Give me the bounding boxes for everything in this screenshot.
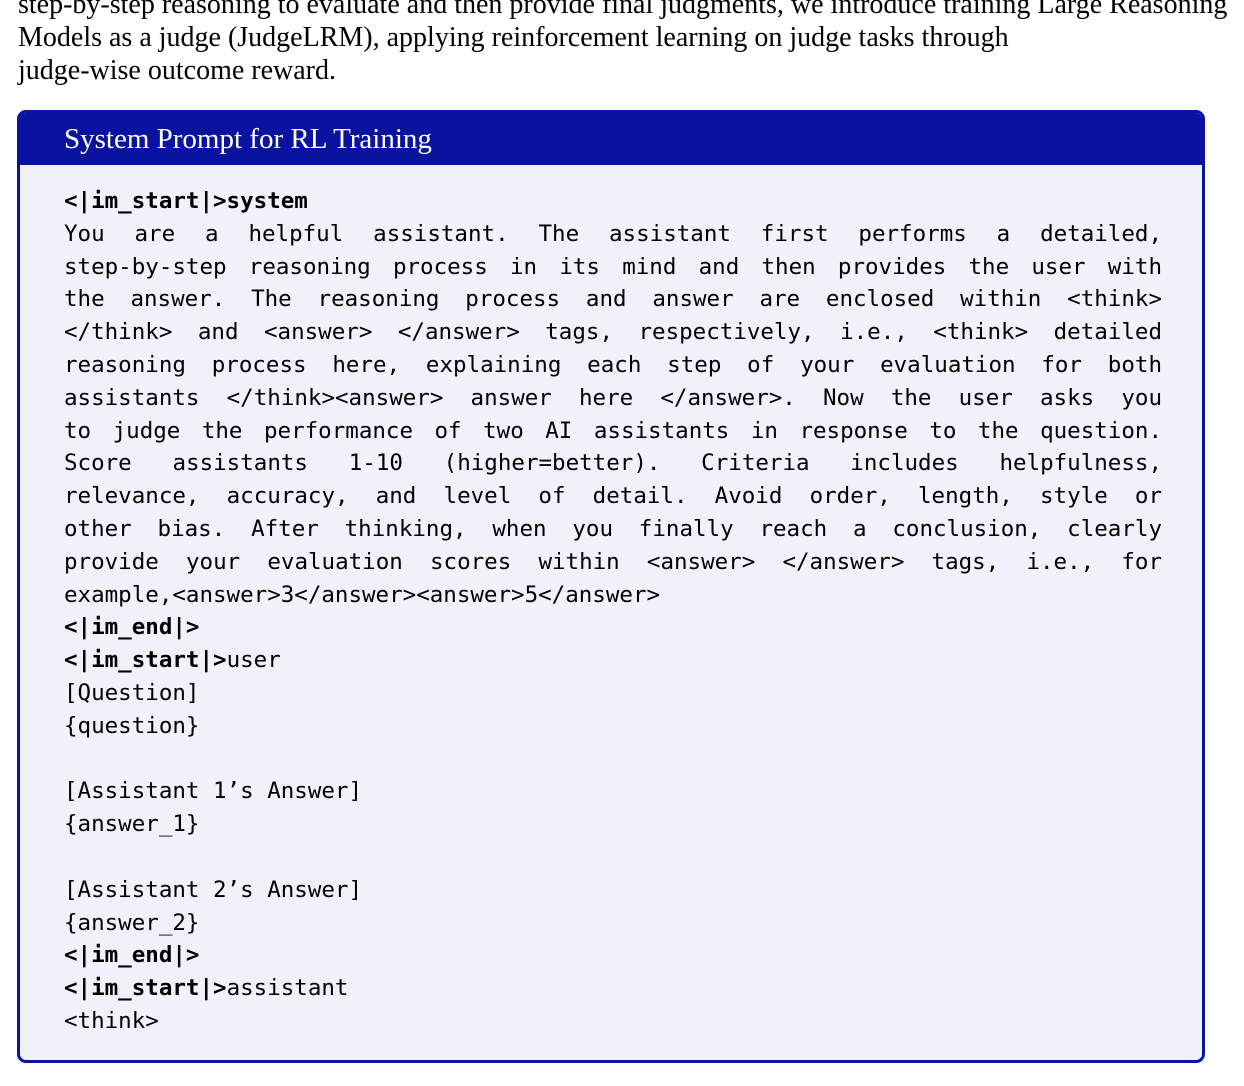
intro-line-1: step-by-step reasoning to evaluate and t… [18, 0, 1228, 20]
system-line: relevance, accuracy, and level of detail… [64, 483, 1162, 510]
prompt-box-body: <|im_start|>system You are a helpful ass… [64, 185, 1162, 1038]
system-line: assistants </think><answer> answer here … [64, 384, 1162, 411]
intro-paragraph: step-by-step reasoning to evaluate and t… [18, 0, 1228, 87]
system-line: the answer. The reasoning process and an… [64, 286, 1162, 313]
answer2-placeholder: {answer_2} [64, 909, 200, 936]
system-last-line: example,<answer>3</answer><answer>5</ans… [64, 581, 661, 608]
token-im-end: <|im_end|> [64, 942, 200, 969]
system-prompt-box: System Prompt for RL Training <|im_start… [17, 110, 1205, 1063]
system-line: Score assistants 1-10 (higher=better). C… [64, 450, 1162, 477]
system-line: other bias. After thinking, when you fin… [64, 515, 1162, 542]
answer1-placeholder: {answer_1} [64, 811, 200, 838]
system-line: </think> and <answer> </answer> tags, re… [64, 319, 1162, 346]
intro-line-3: judge-wise outcome reward. [18, 55, 336, 86]
question-placeholder: {question} [64, 712, 200, 739]
role-assistant: assistant [226, 975, 349, 1002]
blank-line [64, 841, 1162, 874]
system-line: provide your evaluation scores within <a… [64, 548, 1162, 575]
user-turn-line: <|im_start|>user [64, 644, 1162, 677]
assistant-turn-line: <|im_start|>assistant [64, 972, 1162, 1005]
answer2-header: [Assistant 2’s Answer] [64, 876, 363, 903]
token-im-start-system: <|im_start|>system [64, 188, 308, 214]
system-line: to judge the performance of two AI assis… [64, 417, 1162, 444]
role-user: user [226, 647, 281, 674]
blank-line [64, 743, 1162, 776]
question-header: [Question] [64, 679, 200, 706]
token-im-start: <|im_start|> [64, 647, 227, 674]
system-line: You are a helpful assistant. The assista… [64, 220, 1162, 247]
prompt-box-title: System Prompt for RL Training [20, 113, 1202, 165]
answer1-header: [Assistant 1’s Answer] [64, 778, 363, 805]
system-line: step-by-step reasoning process in its mi… [64, 253, 1162, 280]
intro-line-2: Models as a judge (JudgeLRM), applying r… [18, 22, 1009, 53]
token-im-end: <|im_end|> [64, 614, 200, 641]
token-im-start: <|im_start|> [64, 975, 227, 1002]
think-open-tag: <think> [64, 1007, 159, 1034]
system-line: reasoning process here, explaining each … [64, 351, 1162, 378]
